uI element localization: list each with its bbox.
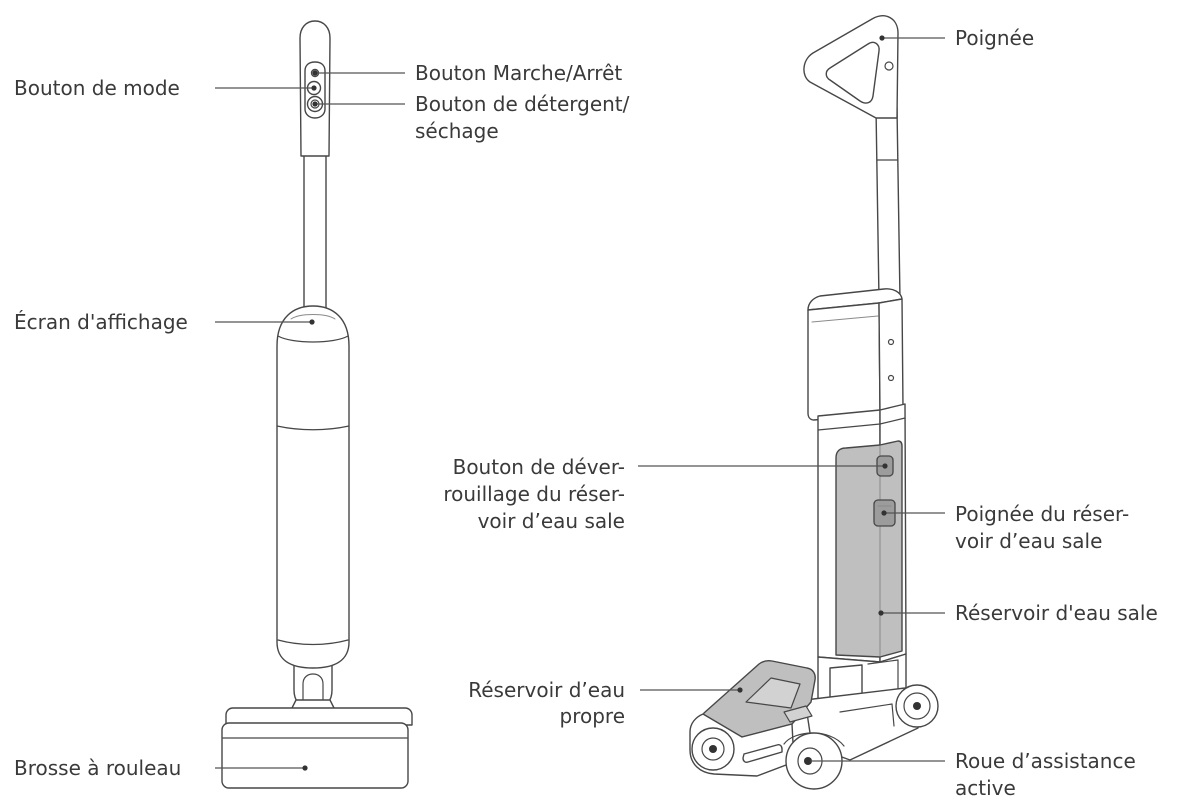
leader-dot-mode-button [311, 85, 317, 91]
module-side-face [878, 298, 904, 415]
label-detergent-button-line1: Bouton de détergent/ [415, 92, 630, 116]
label-handle: Poignée [955, 26, 1034, 50]
module-front-face [807, 302, 881, 421]
label-tank-handle-line2: voir d’eau sale [955, 529, 1102, 553]
dirty-water-tank [835, 440, 903, 658]
module-screw-lower [887, 374, 895, 382]
label-tank-handle-line1: Poignée du réser- [955, 502, 1129, 526]
label-dirty-tank: Réservoir d'eau sale [955, 601, 1158, 625]
label-assist-wheel-line1: Roue d’assistance [955, 749, 1136, 773]
rear-wheel-hub [913, 702, 921, 710]
leader-dot-dirty-tank [878, 610, 884, 616]
leader-dot-assist-wheel [805, 758, 811, 764]
roller-brush-housing [221, 722, 409, 789]
leader-dot-roller-brush [302, 765, 308, 771]
leader-dot-tank-release [882, 463, 888, 469]
handle-opening [825, 41, 880, 104]
main-body [276, 305, 350, 669]
label-tank-release-line3: voir d’eau sale [478, 509, 625, 533]
brush-head-lid [225, 707, 413, 726]
wet-vacuum-angled-view-icon [689, 15, 939, 790]
label-display: Écran d'affichage [14, 310, 188, 334]
label-assist-wheel-line2: active [955, 776, 1016, 800]
chassis-detail [839, 703, 895, 727]
label-detergent-button-line2: séchage [415, 119, 499, 143]
display-seam [277, 335, 349, 343]
base-front-slot [742, 744, 783, 763]
label-tank-release-line1: Bouton de déver- [453, 455, 625, 479]
label-clean-tank-line1: Réservoir d’eau [468, 678, 625, 702]
neck-detail [867, 659, 899, 693]
clean-water-tank-lid [745, 677, 801, 709]
rear-wheel-rim [903, 692, 931, 720]
front-wheel-rim [701, 737, 725, 761]
label-mode-button: Bouton de mode [14, 76, 180, 100]
bottom-seam [277, 639, 349, 646]
wet-vacuum-front-view-icon [221, 20, 413, 789]
label-tank-release-line2: rouillage du réser- [443, 482, 625, 506]
part-labels: Bouton de mode Bouton Marche/Arrêt Bouto… [14, 26, 1158, 800]
leader-dot-detergent-button [312, 101, 318, 107]
leader-dot-clean-tank [737, 687, 743, 693]
display-screen-outline [290, 314, 336, 320]
housing-band [817, 417, 906, 431]
module-top-face [807, 288, 903, 311]
leader-dot-power-button [312, 70, 318, 76]
leader-dot-display [309, 319, 315, 325]
handle-button [884, 61, 894, 71]
stick [875, 107, 901, 301]
stick [303, 153, 327, 315]
leader-dot-tank-handle [881, 510, 887, 516]
module-screw-upper [887, 338, 895, 346]
leader-lines [215, 35, 945, 771]
label-roller-brush: Brosse à rouleau [14, 756, 181, 780]
tank-seam [276, 425, 350, 431]
label-clean-tank-line2: propre [560, 704, 626, 728]
clean-water-tank-cap [783, 705, 813, 723]
label-power-button: Bouton Marche/Arrêt [415, 61, 622, 85]
body-joint-notch [302, 673, 324, 706]
front-wheel-hub [709, 745, 717, 753]
leader-dot-handle [879, 35, 885, 41]
module-seam [811, 315, 879, 323]
